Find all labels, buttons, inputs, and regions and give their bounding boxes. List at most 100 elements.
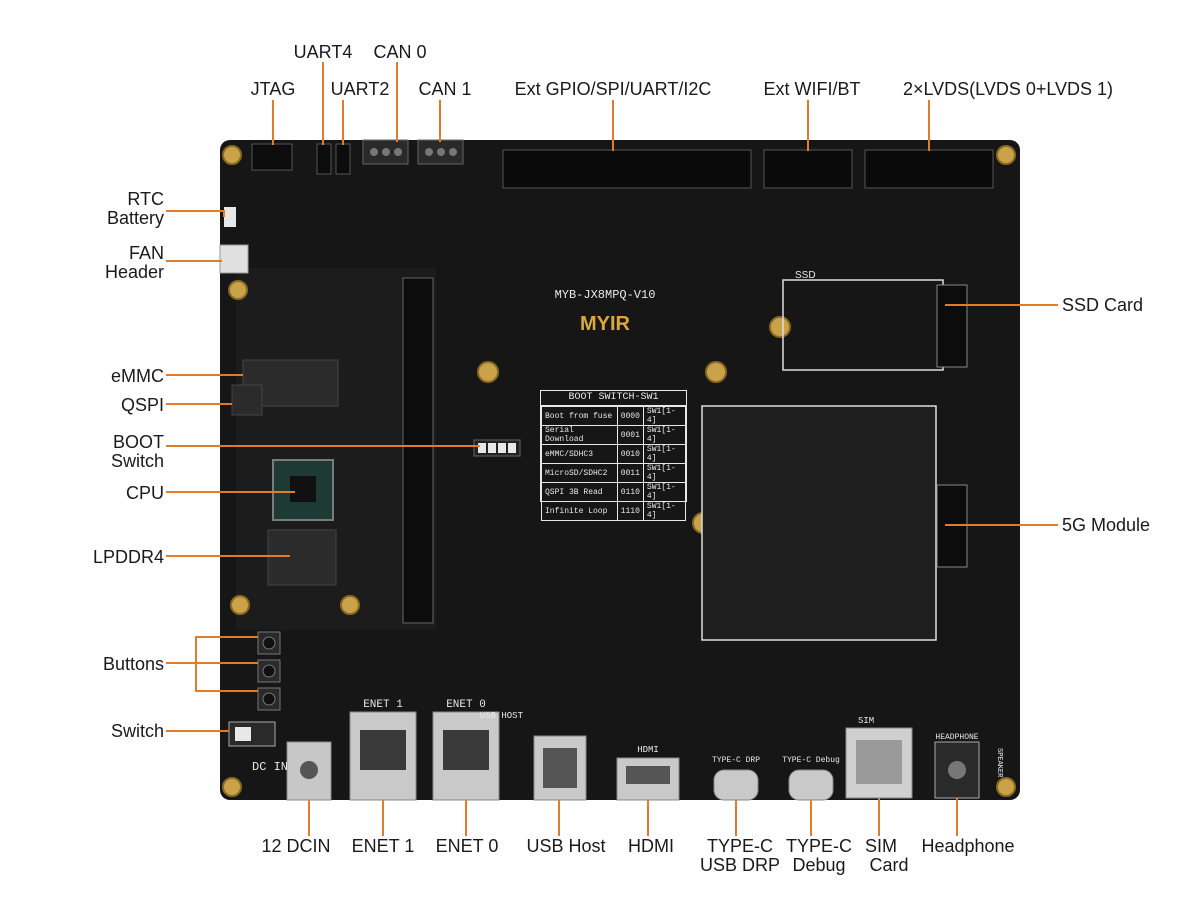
- push-buttons: [257, 631, 281, 711]
- label-boot: BOOT: [112, 432, 164, 452]
- boot-switch: [473, 439, 521, 457]
- emmc-chip: [242, 359, 339, 407]
- sim-slot: [845, 727, 913, 799]
- enet0-silk: ENET 0: [446, 699, 486, 711]
- header-lvds: [864, 149, 994, 189]
- label-buttons: Buttons: [102, 654, 164, 674]
- boot-table-cell: Infinite Loop: [541, 501, 618, 521]
- label-enet0: ENET 0: [435, 836, 499, 856]
- cpu-die: [290, 476, 316, 502]
- label-debug: Debug: [792, 855, 846, 875]
- boot-table-cell: MicroSD/SDHC2: [541, 463, 618, 483]
- boot-table-cell: SW1[1-4]: [642, 406, 687, 426]
- boot-table-cell: 0110: [616, 482, 644, 502]
- sim-silk: SIM: [858, 716, 874, 726]
- label-cpu: CPU: [125, 483, 164, 503]
- qspi-chip: [231, 384, 263, 416]
- boot-table-cell: SW1[1-4]: [642, 444, 687, 464]
- headphone-jack: [934, 741, 980, 799]
- boot-table-cell: 0010: [616, 444, 644, 464]
- label-can1: CAN 1: [418, 79, 472, 99]
- ssd-silk: SSD: [795, 270, 816, 281]
- boot-table-cell: SW1[1-4]: [642, 501, 687, 521]
- header-jtag: [251, 143, 293, 171]
- label-hdmi: HDMI: [628, 836, 674, 856]
- boot-table-cell: 0001: [616, 425, 644, 445]
- boot-table-cell: eMMC/SDHC3: [541, 444, 618, 464]
- label-uart2: UART2: [330, 79, 390, 99]
- label-typec2: TYPE-C: [785, 836, 853, 856]
- header-ext-gpio: [502, 149, 752, 189]
- fan-connector: [219, 244, 249, 274]
- typec-drp-port: [713, 769, 759, 801]
- boot-table-cell: 0011: [616, 463, 644, 483]
- boot-table-cell: SW1[1-4]: [642, 482, 687, 502]
- label-dcin: 12 DCIN: [261, 836, 331, 856]
- label-boot-switch: Switch: [110, 451, 164, 471]
- header-uart4: [316, 143, 332, 175]
- usb-host-port: [533, 735, 587, 801]
- label-rtc: RTC: [127, 189, 164, 209]
- boot-table-cell: Boot from fuse: [541, 406, 618, 426]
- usb-silk: USB HOST: [480, 711, 524, 721]
- module-5g-area: [701, 405, 937, 641]
- boot-table-cell: 0000: [616, 406, 644, 426]
- label-uart4: UART4: [293, 42, 353, 62]
- header-uart2: [335, 143, 351, 175]
- label-card: Card: [869, 855, 909, 875]
- hdmi-port: [616, 757, 680, 801]
- label-usb-drp: USB DRP: [699, 855, 781, 875]
- dc-jack: [286, 741, 332, 801]
- headphone-silk: HEADPHONE: [935, 733, 978, 742]
- label-5g-module: 5G Module: [1062, 515, 1151, 535]
- boot-table-cell: QSPI 3B Read: [541, 482, 618, 502]
- label-fan: FAN: [128, 243, 164, 263]
- boot-table-title: BOOT SWITCH-SW1: [541, 391, 686, 406]
- typec-debug-silk: TYPE-C Debug: [782, 756, 840, 765]
- rj45-enet1: [349, 711, 417, 801]
- brand-logo: MYIR: [580, 313, 631, 335]
- boot-table-cell: SW1[1-4]: [642, 463, 687, 483]
- boot-table-cell: 1110: [616, 501, 644, 521]
- label-headphone: Headphone: [921, 836, 1015, 856]
- label-enet1: ENET 1: [351, 836, 415, 856]
- rj45-enet0: [432, 711, 500, 801]
- boot-table-cell: Serial Download: [541, 425, 618, 445]
- sodimm-slot: [402, 277, 434, 624]
- rtc-connector: [224, 207, 236, 227]
- label-switch: Switch: [110, 721, 164, 741]
- label-battery: Battery: [106, 208, 164, 228]
- enet1-silk: ENET 1: [363, 699, 403, 711]
- ssd-slot: [936, 284, 968, 368]
- label-lvds: 2×LVDS(LVDS 0+LVDS 1): [902, 79, 1114, 99]
- leader-lines: [166, 62, 1058, 836]
- label-usb-host: USB Host: [526, 836, 606, 856]
- hdmi-silk: HDMI: [637, 745, 659, 755]
- label-ssd-card: SSD Card: [1062, 295, 1144, 315]
- label-header: Header: [104, 262, 164, 282]
- label-ext-wifi: Ext WIFI/BT: [763, 79, 861, 99]
- label-qspi: QSPI: [120, 395, 164, 415]
- terminal-can1: [417, 139, 464, 165]
- typec-debug-port: [788, 769, 834, 801]
- header-ext-wifi: [763, 149, 853, 189]
- label-emmc: eMMC: [111, 366, 164, 386]
- typec-drp-silk: TYPE-C DRP: [712, 756, 760, 765]
- board-model-silk: MYB-JX8MPQ-V10: [555, 288, 656, 302]
- speaker-silk: SPEAKER: [995, 748, 1003, 778]
- lpddr4-chip: [267, 529, 337, 586]
- label-jtag: JTAG: [250, 79, 296, 99]
- label-lpddr4: LPDDR4: [92, 547, 164, 567]
- terminal-can0: [362, 139, 409, 165]
- label-sim: SIM: [864, 836, 898, 856]
- label-can0: CAN 0: [373, 42, 427, 62]
